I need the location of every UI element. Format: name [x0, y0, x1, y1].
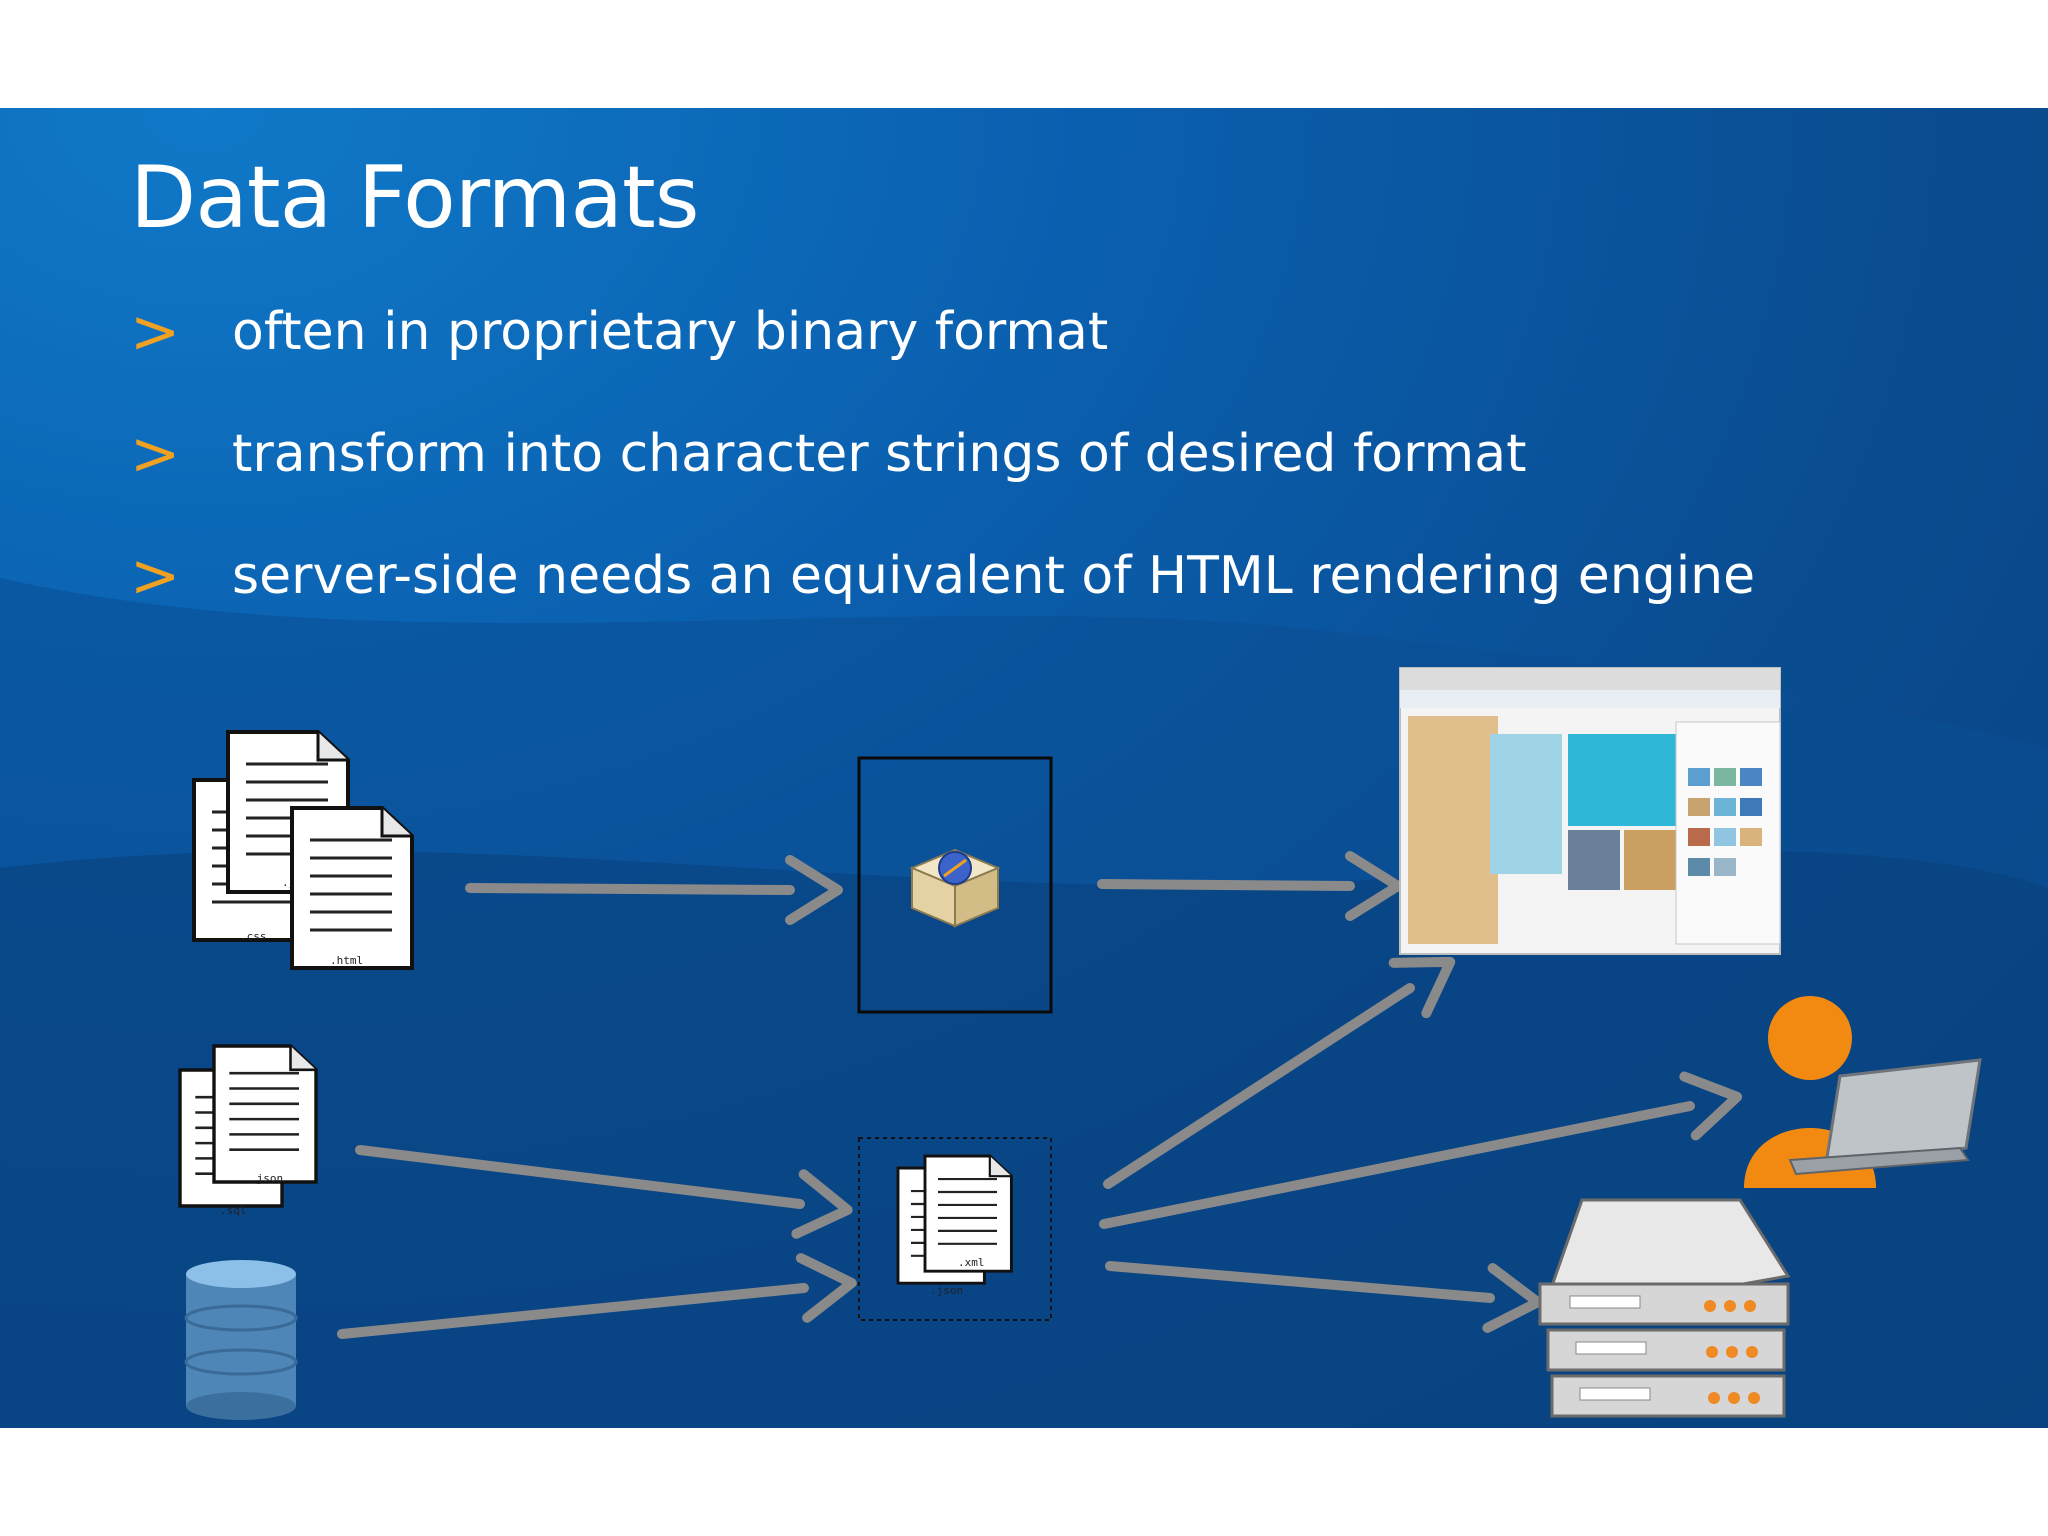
user-with-laptop-icon: [1744, 996, 1982, 1188]
application-window-icon: [1399, 667, 1781, 955]
flow-arrows: [337, 856, 1743, 1339]
json-out-label: .json: [930, 1284, 963, 1297]
xml-out-label: .xml: [958, 1256, 985, 1269]
slide-title: Data Formats: [130, 148, 700, 248]
bullet-text: server-side needs an equivalent of HTML …: [232, 546, 1756, 606]
bullet-text: transform into character strings of desi…: [232, 424, 1527, 484]
package-icon: [909, 848, 1001, 928]
chevron-bullet-icon: >: [130, 419, 181, 489]
rendering-engine-box: [857, 756, 1053, 1014]
css-file-label: .css: [240, 930, 267, 943]
html-file-label: .html: [330, 954, 363, 967]
server-icon: [1537, 1198, 1791, 1418]
slide: Data Formats > often in proprietary bina…: [0, 108, 2048, 1428]
chevron-bullet-icon: >: [130, 541, 181, 611]
serialized-data-box: .json .xml: [858, 1137, 1052, 1321]
web-files-icon: .css .js .html: [192, 730, 414, 970]
json-file-label: .json: [250, 1172, 283, 1185]
chevron-bullet-icon: >: [130, 297, 181, 367]
sql-file-label: .sql: [220, 1204, 247, 1217]
data-flow-diagram: .css .js .html .sql .json: [178, 667, 1982, 1420]
data-files-icon: .sql .json: [178, 1044, 318, 1217]
bullet-text: often in proprietary binary format: [232, 302, 1109, 362]
database-icon: [184, 1260, 298, 1420]
